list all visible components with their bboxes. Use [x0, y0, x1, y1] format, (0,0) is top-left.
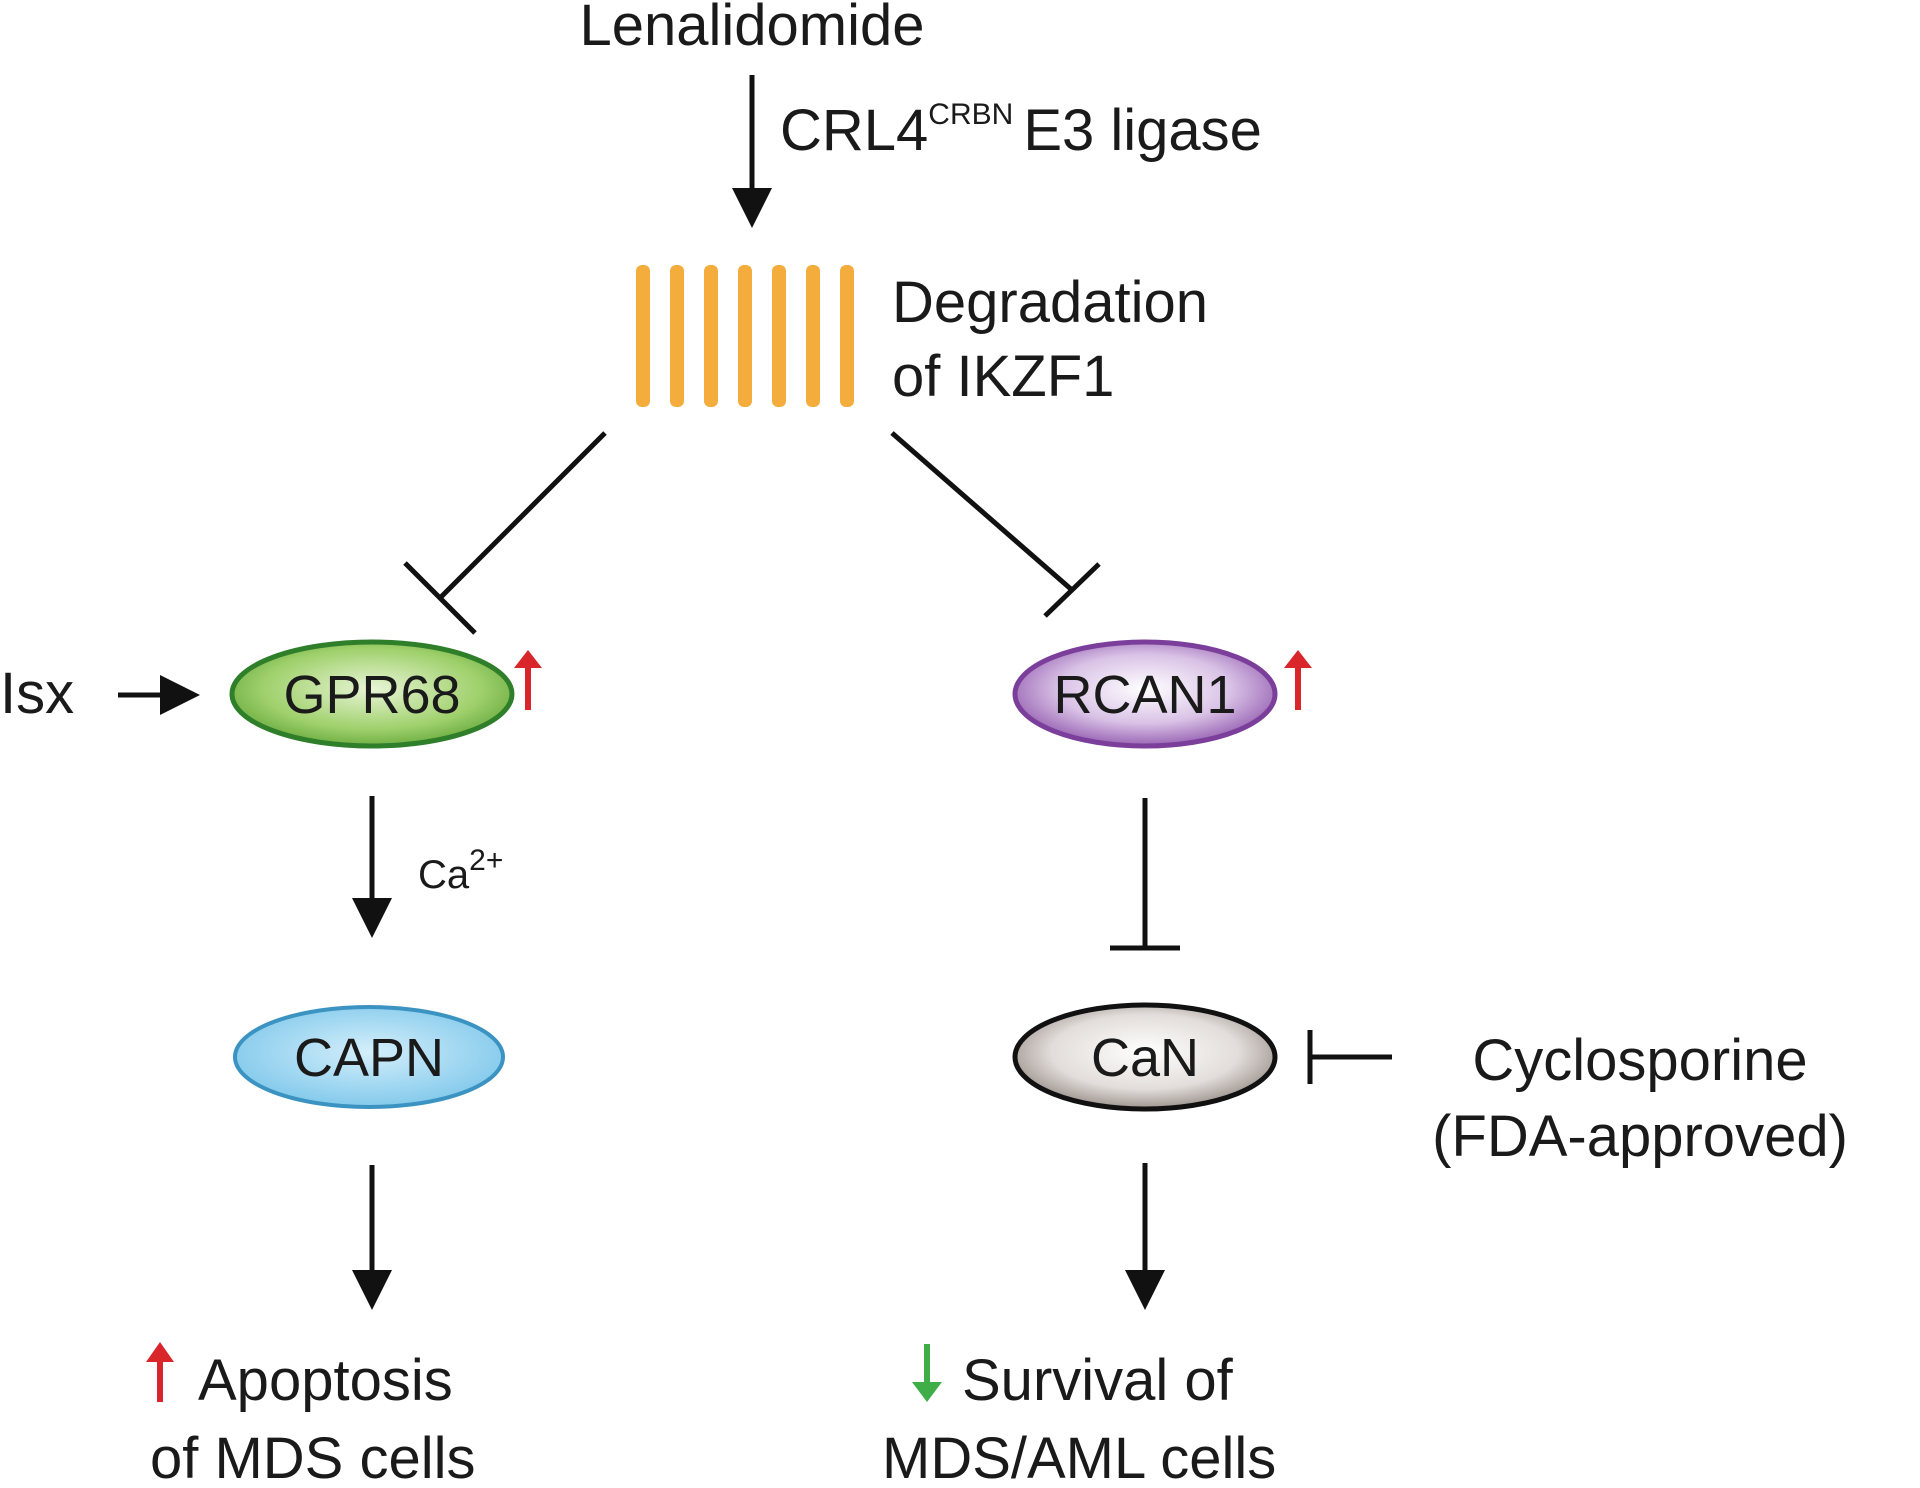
- survival-line1: Survival of: [962, 1348, 1234, 1413]
- rcan1-inhibits-can: [1110, 798, 1180, 951]
- ikzf1-bars-icon: [636, 265, 854, 407]
- survival-down-arrow-icon: [912, 1344, 942, 1402]
- ligase-main: CRL4: [780, 98, 928, 163]
- calcium-label: Ca2+: [418, 844, 503, 897]
- ligase-rest: E3 ligase: [1023, 98, 1262, 163]
- cyclosporine-line1: Cyclosporine: [1472, 1028, 1807, 1093]
- ikzf1-bar: [840, 265, 854, 407]
- capn-node: [233, 1005, 505, 1109]
- apoptosis-line1: Apoptosis: [198, 1348, 453, 1413]
- degradation-line2: of IKZF1: [892, 344, 1114, 409]
- calcium-main: Ca: [418, 853, 470, 897]
- lenalidomide-label: Lenalidomide: [579, 0, 924, 58]
- ikzf1-bar: [636, 265, 650, 407]
- ikzf1-bar: [670, 265, 684, 407]
- ikzf1-bar: [704, 265, 718, 407]
- calcium-superscript: 2+: [469, 844, 503, 877]
- can-label: CaN: [1091, 1028, 1199, 1088]
- ikzf1-inhibits-gpr68: [403, 431, 607, 635]
- ikzf1-bar: [738, 265, 752, 407]
- can-node: [1012, 1002, 1278, 1112]
- isx-label: Isx: [0, 661, 74, 726]
- ikzf1-bar: [772, 265, 786, 407]
- capn-label: CAPN: [294, 1028, 444, 1088]
- gpr68-label: GPR68: [283, 665, 460, 725]
- rcan1-up-arrow-icon: [1284, 650, 1312, 710]
- degradation-line1: Degradation: [892, 270, 1208, 335]
- apoptosis-up-arrow-icon: [146, 1342, 174, 1402]
- ligase-label: CRL4CRBN E3 ligase: [780, 98, 1262, 163]
- ikzf1-bar: [806, 265, 820, 407]
- cyclosporine-inhibits-can: [1307, 1030, 1392, 1084]
- ligase-superscript: CRBN: [928, 98, 1013, 131]
- cyclosporine-line2: (FDA-approved): [1432, 1104, 1848, 1169]
- gpr68-up-arrow-icon: [514, 650, 542, 710]
- rcan1-label: RCAN1: [1053, 665, 1236, 725]
- apoptosis-line2: of MDS cells: [150, 1426, 476, 1488]
- gpr68-node: [229, 639, 515, 749]
- survival-line2: MDS/AML cells: [882, 1426, 1276, 1488]
- ikzf1-inhibits-rcan1: [890, 431, 1101, 618]
- rcan1-node: [1012, 639, 1278, 749]
